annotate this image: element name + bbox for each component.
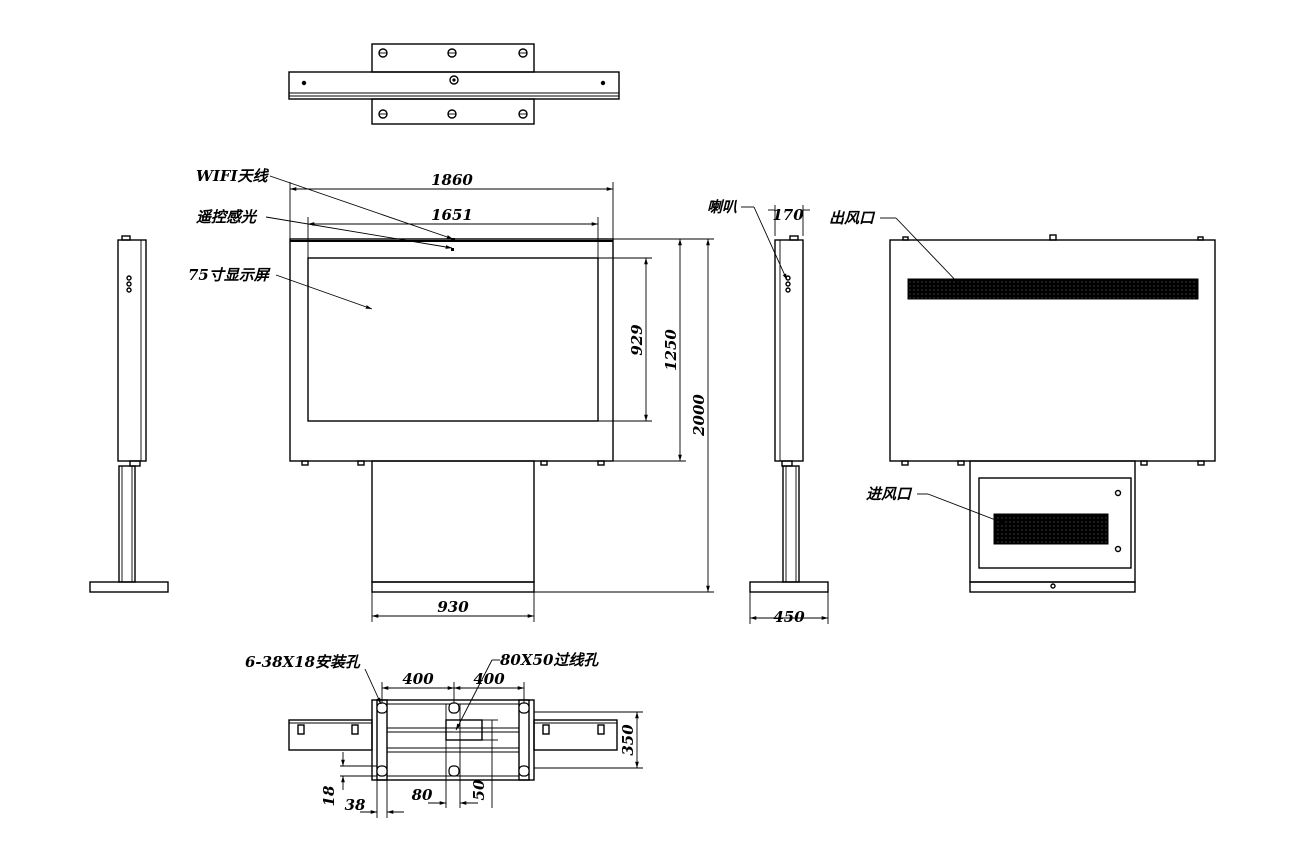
- label-cable-hole: 80X50过线孔: [500, 651, 599, 669]
- dim-1860: 1860: [431, 171, 473, 189]
- label-wifi-antenna: WIFI天线: [196, 167, 270, 185]
- dim-930: 930: [437, 598, 469, 616]
- back-view: 出风口 进风口: [829, 209, 1216, 593]
- dim-929: 929: [628, 324, 646, 356]
- label-mount-holes: 6-38X18安装孔: [245, 653, 361, 671]
- sensor-dot: [451, 248, 454, 251]
- label-speaker: 喇叭: [707, 198, 738, 216]
- front-view-callouts: WIFI天线 遥控感光 75寸显示屏: [188, 167, 454, 310]
- dim-2000: 2000: [690, 394, 708, 437]
- label-air-inlet: 进风口: [866, 485, 913, 503]
- dim-350: 350: [619, 724, 637, 756]
- left-side-view: [89, 235, 169, 593]
- dim-400-left: 400: [402, 670, 434, 688]
- front-view: [289, 238, 614, 593]
- label-remote-sensor: 遥控感光: [196, 208, 258, 226]
- dim-1651: 1651: [431, 206, 473, 224]
- dim-50: 50: [470, 779, 488, 800]
- air-inlet-vent: [993, 513, 1109, 545]
- dim-80: 80: [412, 786, 433, 804]
- label-air-outlet: 出风口: [829, 209, 876, 227]
- top-view: [288, 43, 620, 125]
- dim-170: 170: [772, 206, 804, 224]
- top-view-bolts: [301, 48, 606, 119]
- label-display: 75寸显示屏: [188, 266, 271, 284]
- dim-18: 18: [320, 785, 338, 806]
- front-view-dimensions: 1860 1651 929 1250 2000 930: [289, 171, 714, 622]
- dim-38: 38: [345, 796, 366, 814]
- base-plan-view: 6-38X18安装孔 80X50过线孔 400 400 350 18 38 80…: [245, 651, 643, 818]
- dim-400-right: 400: [473, 670, 505, 688]
- camera-dot: [451, 238, 455, 241]
- air-outlet-vent: [907, 278, 1199, 300]
- display-screen: [307, 257, 599, 422]
- dim-450: 450: [773, 608, 805, 626]
- dim-1250: 1250: [662, 329, 680, 371]
- right-side-view: 喇叭 170 450: [707, 198, 829, 626]
